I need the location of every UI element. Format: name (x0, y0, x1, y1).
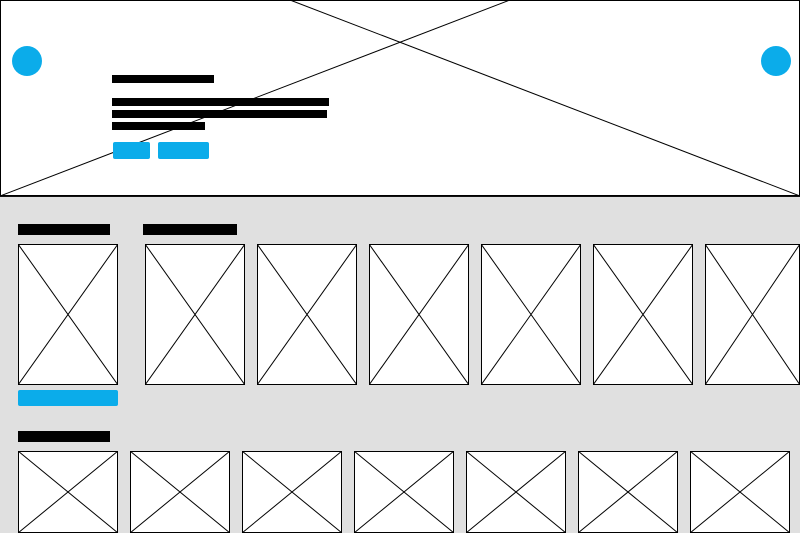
row-1-tile[interactable] (257, 244, 357, 385)
row-2-tile[interactable] (354, 451, 454, 533)
row-2-tile[interactable] (578, 451, 678, 533)
image-placeholder-icon (257, 244, 357, 385)
image-placeholder-icon (145, 244, 245, 385)
carousel-next-button[interactable] (761, 46, 791, 76)
image-placeholder-icon (690, 451, 790, 533)
image-placeholder-icon (705, 244, 800, 385)
row-1-button[interactable] (18, 390, 118, 406)
carousel-prev-button[interactable] (12, 46, 42, 76)
hero-primary-button[interactable] (113, 142, 150, 159)
hero-text-line-placeholder (112, 110, 327, 118)
hero-text-line-placeholder (112, 98, 329, 106)
image-placeholder-icon (18, 451, 118, 533)
row-1-tile[interactable] (481, 244, 581, 385)
image-placeholder-icon (354, 451, 454, 533)
row-2-tile[interactable] (130, 451, 230, 533)
row-2-tile[interactable] (242, 451, 342, 533)
row-1-tile[interactable] (145, 244, 245, 385)
row-2-tile[interactable] (466, 451, 566, 533)
image-placeholder-icon (242, 451, 342, 533)
image-placeholder-icon (130, 451, 230, 533)
row-2-title-placeholder (18, 431, 110, 442)
image-placeholder-icon (593, 244, 693, 385)
row-1-tile[interactable] (18, 244, 118, 385)
image-placeholder-icon (578, 451, 678, 533)
image-placeholder-icon (369, 244, 469, 385)
row-1-tile[interactable] (705, 244, 800, 385)
row-2-tile[interactable] (18, 451, 118, 533)
row-2-tile[interactable] (690, 451, 790, 533)
image-placeholder-icon (481, 244, 581, 385)
image-placeholder-icon (466, 451, 566, 533)
hero-image-placeholder (0, 0, 800, 196)
row-1-subtitle-placeholder (143, 224, 237, 235)
image-placeholder-icon (18, 244, 118, 385)
hero-text-line-placeholder (112, 122, 205, 130)
row-1-tile[interactable] (369, 244, 469, 385)
hero-secondary-button[interactable] (158, 142, 209, 159)
row-1-tile[interactable] (593, 244, 693, 385)
row-1-title-placeholder (18, 224, 110, 235)
hero-title-placeholder (112, 75, 214, 83)
